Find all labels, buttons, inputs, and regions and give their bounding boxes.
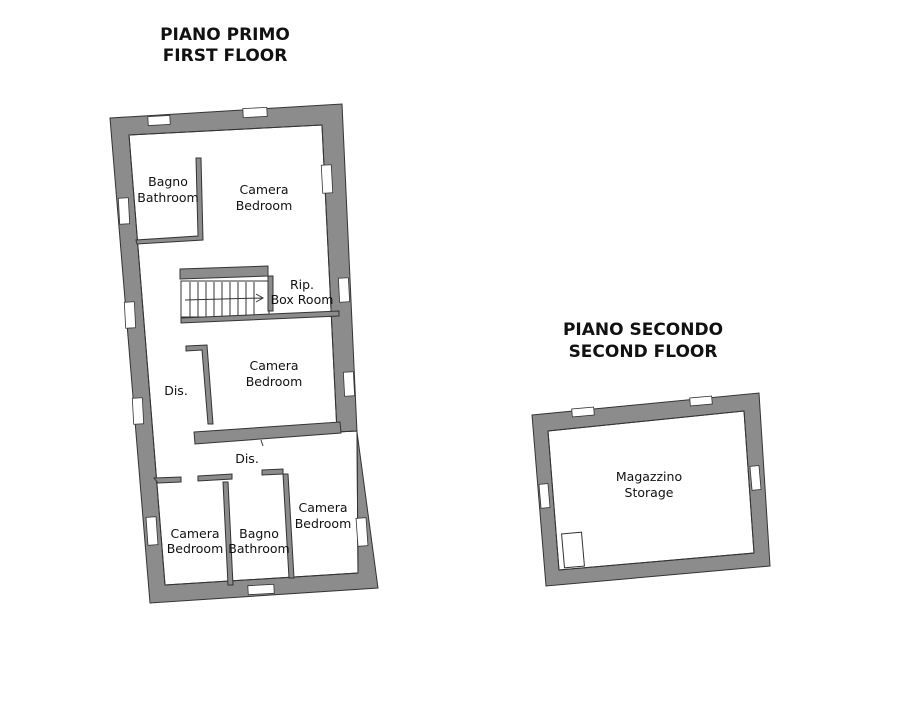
first-floor-interior-outline [128, 124, 359, 586]
box-room-partition [180, 275, 340, 324]
storage-label-it: Magazzino [616, 469, 682, 484]
window [247, 583, 275, 596]
window [145, 516, 159, 546]
bedroom-top-label-it: Camera [239, 182, 288, 197]
bedroom-bottom-right-label-en: Bedroom [295, 516, 352, 531]
box-room-label-it: Rip. [290, 277, 314, 292]
bathroom-top-label-en: Bathroom [137, 190, 198, 205]
storage-label-en: Storage [625, 485, 674, 500]
corridor-left-label: Dis. [164, 383, 188, 398]
second-floor-interior-outline [547, 410, 755, 571]
first-floor-plan: Bagno Bathroom Camera Bedroom Rip. Box R… [109, 103, 379, 604]
bedroom-bottom-left-label-en: Bedroom [167, 541, 224, 556]
window [749, 465, 762, 491]
first-floor-heading-it: PIANO PRIMO [160, 25, 290, 45]
window [131, 397, 145, 425]
window [242, 106, 268, 119]
stair-arrow [184, 293, 265, 303]
window [320, 164, 334, 194]
bathroom-bottom-right-wall [282, 473, 295, 579]
bedroom-middle-label-en: Bedroom [246, 374, 303, 389]
bathroom-top-partition [135, 157, 204, 245]
bedroom-middle-label-it: Camera [249, 358, 298, 373]
box-room-label-en: Box Room [271, 292, 334, 307]
window [123, 301, 137, 329]
door-mark [260, 439, 264, 447]
window [355, 517, 369, 547]
second-floor-plan: Magazzino Storage [531, 392, 771, 587]
bottom-rooms-wall [152, 468, 284, 484]
bathroom-bottom-left-wall [222, 481, 234, 586]
bathroom-bottom-label-it: Bagno [239, 526, 279, 541]
first-floor-heading-en: FIRST FLOOR [163, 46, 288, 66]
bathroom-bottom-label-en: Bathroom [228, 541, 289, 556]
hall-wall [193, 421, 342, 445]
window [117, 197, 131, 225]
window [147, 115, 171, 126]
bedroom-bottom-right-label-it: Camera [298, 500, 347, 515]
bedroom-top-label-en: Bedroom [236, 198, 293, 213]
window [689, 395, 713, 407]
bedroom-bottom-left-label-it: Camera [170, 526, 219, 541]
window [342, 371, 356, 397]
window [337, 277, 351, 303]
second-floor-heading-en: SECOND FLOOR [569, 342, 718, 362]
second-floor-heading-it: PIANO SECONDO [563, 320, 723, 340]
corridor-bottom-label: Dis. [235, 451, 259, 466]
middle-bedroom-partition [185, 344, 214, 425]
window [538, 483, 551, 509]
stair-wall-top [179, 265, 269, 280]
hatch [561, 531, 585, 569]
window [571, 406, 595, 418]
bathroom-top-label-it: Bagno [148, 174, 188, 189]
